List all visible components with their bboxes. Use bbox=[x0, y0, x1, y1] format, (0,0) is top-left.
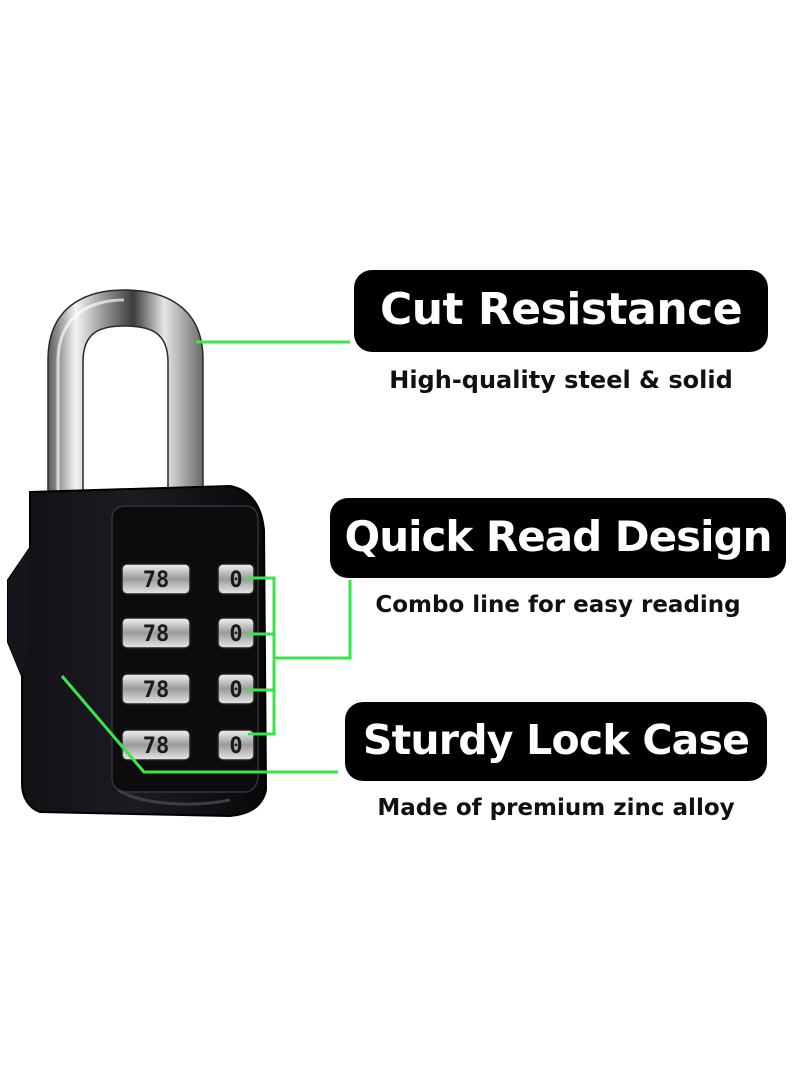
quick-read-subtitle: Combo line for easy reading bbox=[375, 592, 741, 618]
combination-dials: 78 0 78 0 78 0 78 0 bbox=[121, 563, 255, 761]
lock-body bbox=[7, 484, 268, 818]
feature-cut-resistance: Cut Resistance High-quality steel & soli… bbox=[346, 270, 776, 394]
shackle bbox=[47, 289, 204, 501]
dial-row-2-right-digit: 0 bbox=[229, 622, 242, 647]
dial-row-4[interactable]: 78 0 bbox=[121, 729, 255, 761]
dial-row-1-left-digits: 78 bbox=[143, 568, 170, 593]
feature-quick-read-design: Quick Read Design Combo line for easy re… bbox=[316, 498, 800, 618]
dial-row-2[interactable]: 78 0 bbox=[121, 617, 255, 649]
sturdy-case-subtitle: Made of premium zinc alloy bbox=[377, 795, 735, 821]
callout-lines bbox=[60, 340, 352, 774]
dial-row-1-right-digit: 0 bbox=[229, 568, 242, 593]
feature-sturdy-lock-case: Sturdy Lock Case Made of premium zinc al… bbox=[336, 702, 776, 821]
quick-read-title: Quick Read Design bbox=[330, 498, 786, 578]
dial-row-3-right-digit: 0 bbox=[229, 678, 242, 703]
dial-row-4-right-digit: 0 bbox=[229, 734, 242, 759]
cut-resistance-title: Cut Resistance bbox=[353, 270, 769, 352]
dial-row-2-left-digits: 78 bbox=[143, 622, 170, 647]
dial-row-3[interactable]: 78 0 bbox=[121, 673, 255, 705]
callout-line-quick-read bbox=[248, 576, 352, 736]
dial-row-4-left-digits: 78 bbox=[143, 734, 170, 759]
dial-row-1[interactable]: 78 0 bbox=[121, 563, 255, 595]
cut-resistance-subtitle: High-quality steel & solid bbox=[389, 366, 733, 394]
dial-row-3-left-digits: 78 bbox=[143, 678, 170, 703]
sturdy-case-title: Sturdy Lock Case bbox=[344, 702, 768, 781]
callout-line-sturdy-case bbox=[60, 675, 338, 774]
